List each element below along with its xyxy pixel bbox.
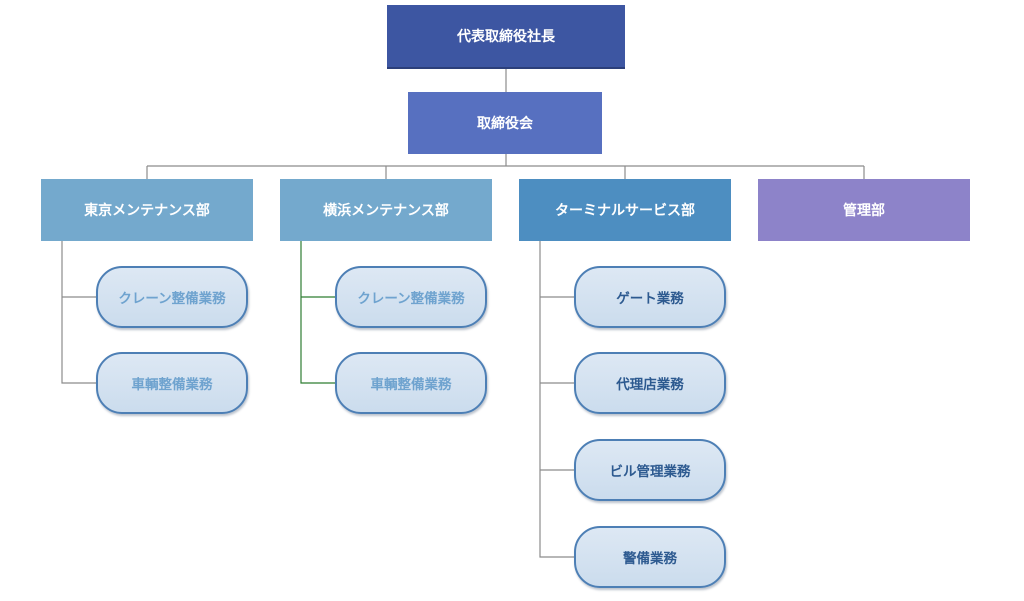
connector-terminal-units bbox=[539, 241, 574, 558]
unit-tokyo-vehicle-maintenance: 車輌整備業務 bbox=[96, 352, 248, 414]
unit-gate-operations: ゲート業務 bbox=[574, 266, 726, 328]
dept-tokyo-maintenance: 東京メンテナンス部 bbox=[41, 179, 253, 241]
unit-label: クレーン整備業務 bbox=[118, 291, 226, 307]
dept-terminal-service: ターミナルサービス部 bbox=[519, 179, 731, 241]
unit-label: ビル管理業務 bbox=[609, 464, 691, 480]
unit-label: クレーン整備業務 bbox=[357, 291, 465, 307]
dept-administration: 管理部 bbox=[758, 179, 970, 241]
dept-label: 東京メンテナンス部 bbox=[84, 203, 210, 219]
unit-label: ゲート業務 bbox=[616, 291, 684, 307]
unit-yokohama-vehicle-maintenance: 車輌整備業務 bbox=[335, 352, 487, 414]
dept-label: ターミナルサービス部 bbox=[555, 203, 695, 219]
unit-security-operations: 警備業務 bbox=[574, 526, 726, 588]
dept-label: 横浜メンテナンス部 bbox=[323, 203, 449, 219]
unit-label: 警備業務 bbox=[623, 551, 677, 567]
ceo-label: 代表取締役社長 bbox=[457, 29, 555, 45]
unit-label: 車輌整備業務 bbox=[131, 377, 213, 393]
unit-label: 代理店業務 bbox=[616, 377, 684, 393]
unit-tokyo-crane-maintenance: クレーン整備業務 bbox=[96, 266, 248, 328]
board-box: 取締役会 bbox=[408, 92, 602, 154]
dept-yokohama-maintenance: 横浜メンテナンス部 bbox=[280, 179, 492, 241]
connector-yokohama-units bbox=[300, 241, 335, 384]
board-label: 取締役会 bbox=[477, 116, 533, 132]
unit-building-management: ビル管理業務 bbox=[574, 439, 726, 501]
unit-yokohama-crane-maintenance: クレーン整備業務 bbox=[335, 266, 487, 328]
dept-label: 管理部 bbox=[843, 203, 885, 219]
ceo-box: 代表取締役社長 bbox=[387, 5, 625, 67]
unit-agency-operations: 代理店業務 bbox=[574, 352, 726, 414]
unit-label: 車輌整備業務 bbox=[370, 377, 452, 393]
connector-tokyo-units bbox=[61, 241, 96, 384]
